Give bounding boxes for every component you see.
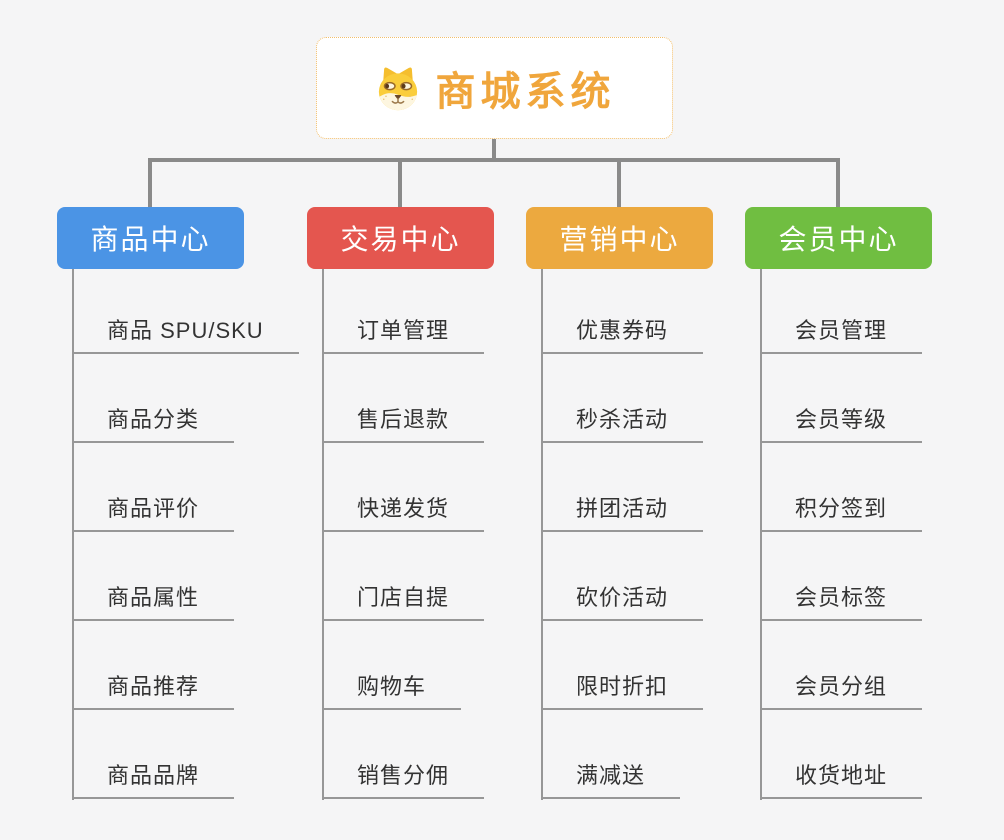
leaf-label: 秒杀活动 — [543, 402, 704, 443]
shiba-dog-icon — [374, 64, 422, 112]
leaf-label: 会员标签 — [762, 580, 923, 621]
leaf-label: 商品属性 — [74, 580, 235, 621]
leaf-item[interactable]: 商品 SPU/SKU — [74, 269, 299, 354]
leaf-item[interactable]: 限时折扣 — [543, 621, 704, 710]
leaf-label: 商品品牌 — [74, 758, 235, 799]
connector-drop — [148, 162, 152, 207]
leaf-label: 商品分类 — [74, 402, 235, 443]
branch-node-trade-center[interactable]: 交易中心 — [307, 207, 494, 269]
leaf-item[interactable]: 积分签到 — [762, 443, 923, 532]
leaf-column-member-center: 会员管理 会员等级 积分签到 会员标签 会员分组 收货地址 — [760, 269, 923, 800]
connector-drop — [836, 162, 840, 207]
leaf-label: 会员分组 — [762, 669, 923, 710]
leaf-item[interactable]: 售后退款 — [324, 354, 485, 443]
leaf-label: 门店自提 — [324, 580, 485, 621]
leaf-item[interactable]: 会员标签 — [762, 532, 923, 621]
leaf-item[interactable]: 满减送 — [543, 710, 681, 799]
leaf-item[interactable]: 销售分佣 — [324, 710, 485, 799]
leaf-item[interactable]: 会员管理 — [762, 269, 923, 354]
leaf-item[interactable]: 商品评价 — [74, 443, 235, 532]
leaf-item[interactable]: 优惠券码 — [543, 269, 704, 354]
leaf-label: 砍价活动 — [543, 580, 704, 621]
leaf-label: 拼团活动 — [543, 491, 704, 532]
connector-drop — [398, 162, 402, 207]
root-title: 商城系统 — [435, 70, 616, 114]
leaf-item[interactable]: 购物车 — [324, 621, 462, 710]
branch-node-marketing-center[interactable]: 营销中心 — [526, 207, 713, 269]
leaf-column-product-center: 商品 SPU/SKU 商品分类 商品评价 商品属性 商品推荐 商品品牌 — [72, 269, 299, 800]
leaf-label: 收货地址 — [762, 758, 923, 799]
leaf-item[interactable]: 订单管理 — [324, 269, 485, 354]
leaf-label: 订单管理 — [324, 313, 485, 354]
leaf-item[interactable]: 拼团活动 — [543, 443, 704, 532]
leaf-column-trade-center: 订单管理 售后退款 快递发货 门店自提 购物车 销售分佣 — [322, 269, 485, 800]
branch-label: 商品中心 — [90, 224, 211, 255]
leaf-label: 商品 SPU/SKU — [74, 313, 299, 354]
root-node[interactable]: 商城系统 — [316, 37, 673, 139]
leaf-column-marketing-center: 优惠券码 秒杀活动 拼团活动 砍价活动 限时折扣 满减送 — [541, 269, 704, 800]
connector-bus — [148, 158, 840, 162]
leaf-label: 积分签到 — [762, 491, 923, 532]
leaf-item[interactable]: 商品分类 — [74, 354, 235, 443]
leaf-item[interactable]: 会员分组 — [762, 621, 923, 710]
leaf-item[interactable]: 门店自提 — [324, 532, 485, 621]
branch-label: 营销中心 — [559, 224, 680, 255]
leaf-label: 销售分佣 — [324, 758, 485, 799]
leaf-item[interactable]: 商品推荐 — [74, 621, 235, 710]
leaf-item[interactable]: 秒杀活动 — [543, 354, 704, 443]
leaf-label: 商品评价 — [74, 491, 235, 532]
leaf-item[interactable]: 快递发货 — [324, 443, 485, 532]
leaf-item[interactable]: 商品品牌 — [74, 710, 235, 799]
branch-node-product-center[interactable]: 商品中心 — [57, 207, 244, 269]
leaf-label: 限时折扣 — [543, 669, 704, 710]
branch-node-member-center[interactable]: 会员中心 — [745, 207, 932, 269]
leaf-item[interactable]: 砍价活动 — [543, 532, 704, 621]
leaf-label: 快递发货 — [324, 491, 485, 532]
leaf-label: 售后退款 — [324, 402, 485, 443]
branch-label: 交易中心 — [340, 224, 461, 255]
branch-label: 会员中心 — [778, 224, 899, 255]
leaf-label: 满减送 — [543, 758, 681, 799]
leaf-item[interactable]: 会员等级 — [762, 354, 923, 443]
leaf-item[interactable]: 收货地址 — [762, 710, 923, 799]
leaf-label: 会员管理 — [762, 313, 923, 354]
leaf-label: 商品推荐 — [74, 669, 235, 710]
leaf-item[interactable]: 商品属性 — [74, 532, 235, 621]
connector-root-stub — [492, 139, 496, 158]
leaf-label: 会员等级 — [762, 402, 923, 443]
connector-drop — [617, 162, 621, 207]
leaf-label: 购物车 — [324, 669, 462, 710]
leaf-label: 优惠券码 — [543, 313, 704, 354]
